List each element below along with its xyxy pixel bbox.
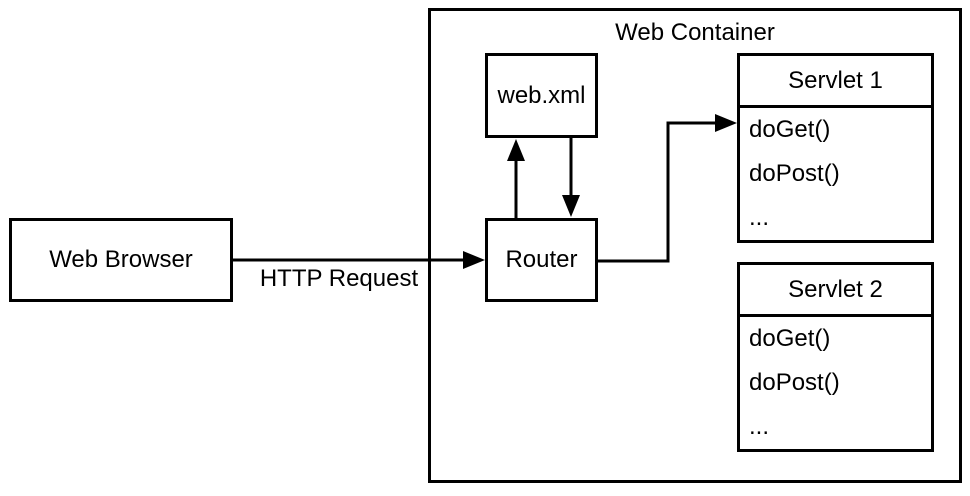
servlet-1-method-dopost: doPost() bbox=[749, 160, 840, 187]
servlet-2-method-doget: doGet() bbox=[749, 325, 831, 352]
servlet-2-method-list: doGet() doPost() ... bbox=[740, 317, 931, 449]
node-web-browser: Web Browser bbox=[9, 218, 233, 302]
node-web-xml: web.xml bbox=[485, 53, 598, 138]
servlet-2-method-ellipsis: ... bbox=[749, 413, 770, 440]
servlet-1-method-list: doGet() doPost() ... bbox=[740, 108, 931, 240]
web-browser-label: Web Browser bbox=[49, 246, 193, 273]
node-router: Router bbox=[485, 218, 598, 302]
servlet-1-method-doget: doGet() bbox=[749, 116, 831, 143]
web-container-title: Web Container bbox=[615, 19, 775, 46]
node-servlet-2: Servlet 2 doGet() doPost() ... bbox=[737, 262, 934, 452]
servlet-2-title: Servlet 2 bbox=[740, 265, 931, 317]
servlet-2-method-dopost: doPost() bbox=[749, 369, 840, 396]
http-request-label: HTTP Request bbox=[259, 265, 419, 292]
router-label: Router bbox=[505, 246, 578, 273]
servlet-1-method-ellipsis: ... bbox=[749, 204, 770, 231]
node-servlet-1: Servlet 1 doGet() doPost() ... bbox=[737, 53, 934, 243]
web-xml-label: web.xml bbox=[497, 81, 586, 109]
servlet-1-title: Servlet 1 bbox=[740, 56, 931, 108]
